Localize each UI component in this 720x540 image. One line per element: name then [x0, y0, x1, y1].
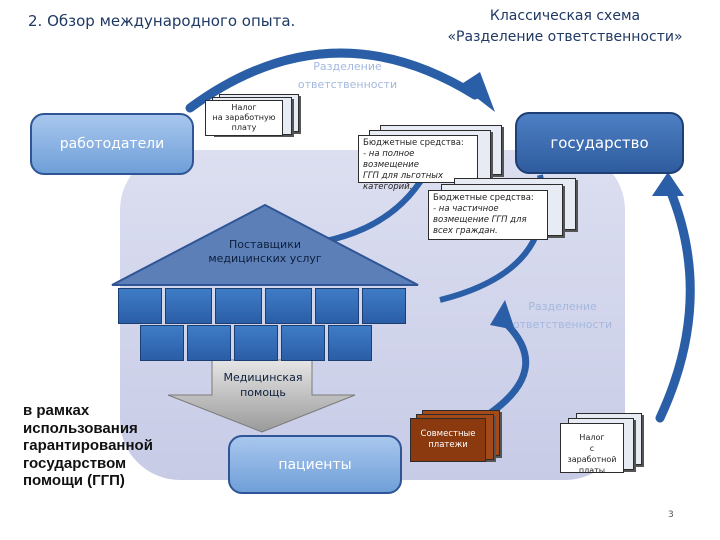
provider-brick — [362, 288, 406, 324]
budget-full-line1: Бюджетные средства: — [363, 138, 464, 148]
payroll-tax-top-line1: Налог — [231, 103, 257, 112]
page-number: 3 — [668, 510, 674, 520]
providers-label-line1: Поставщики — [229, 238, 301, 251]
budget-full-line2: - на полное возмещение — [363, 149, 419, 170]
scheme-title-line2: «Разделение ответственности» — [447, 29, 683, 45]
budget-partial-line1: Бюджетные средства: — [433, 193, 534, 203]
patients-arrow — [478, 315, 530, 423]
top-curved-arrow-head — [460, 72, 495, 112]
providers-label-line2: медицинских услуг — [208, 252, 322, 265]
budget-full-line4: категорий. — [363, 182, 413, 192]
medical-help-line2: помощь — [240, 386, 286, 399]
ggp-note: в рамках использования гарантированной г… — [23, 402, 183, 490]
responsibility-label-right-line1: Разделение — [528, 300, 597, 313]
responsibility-label-top-line1: Разделение — [313, 60, 382, 73]
right-curved-arrow-head — [652, 172, 684, 196]
budget-partial-line4: всех граждан. — [433, 226, 498, 236]
page-title: 2. Обзор международного опыта. — [28, 12, 296, 30]
top-curved-arrow — [185, 48, 480, 113]
provider-brick — [234, 325, 278, 361]
responsibility-label-top-line2: ответственности — [297, 78, 398, 91]
ggp-note-line4: государством — [23, 454, 127, 472]
medical-help-label: Медицинская помощь — [188, 370, 338, 400]
medical-help-arrow — [167, 359, 356, 433]
responsibility-label-right-line2: ответственности — [512, 318, 613, 331]
ggp-note-line3: гарантированной — [23, 437, 153, 454]
provider-brick — [215, 288, 262, 324]
responsibility-label-right: Разделение ответственности — [500, 298, 625, 334]
payroll-tax-bottom-line3: платы — [578, 466, 606, 475]
copayments-line2: платежи — [428, 440, 468, 450]
providers-roof — [111, 203, 419, 286]
provider-brick — [187, 325, 231, 361]
provider-brick — [315, 288, 359, 324]
payroll-tax-bottom-line1: Налог — [579, 433, 605, 442]
patients-arrow-head — [490, 300, 515, 330]
payroll-tax-top-line2: на заработную — [212, 113, 276, 122]
provider-brick — [265, 288, 312, 324]
employers-box: работодатели — [30, 113, 194, 175]
providers-label: Поставщики медицинских услуг — [200, 238, 330, 266]
provider-brick — [140, 325, 184, 361]
provider-brick — [118, 288, 162, 324]
budget-partial-line2: - на частичное — [433, 204, 499, 214]
payroll-tax-top-line3: плату — [231, 123, 257, 132]
scheme-title-line1: Классическая схема — [489, 8, 641, 24]
provider-brick — [328, 325, 372, 361]
provider-brick — [165, 288, 212, 324]
payroll-tax-bottom-line2: с заработной — [567, 444, 617, 464]
ggp-note-line1: в рамках — [23, 402, 90, 419]
budget-partial-line3: возмещение ГГП для — [433, 215, 527, 225]
employers-label: работодатели — [59, 136, 165, 152]
ggp-note-line2: использования — [23, 419, 138, 437]
medical-help-line1: Медицинская — [223, 371, 303, 384]
right-curved-arrow — [655, 185, 695, 423]
state-box: государство — [515, 112, 684, 174]
patients-label: пациенты — [278, 456, 352, 473]
budget-full-line3: ГГП для льготных — [363, 171, 444, 181]
copayments-line1: Совместные — [420, 429, 476, 439]
scheme-title: Классическая схема «Разделение ответстве… — [410, 6, 720, 48]
state-label: государство — [550, 134, 649, 152]
responsibility-label-top: Разделение ответственности — [285, 58, 410, 94]
patients-box: пациенты — [228, 435, 402, 494]
ggp-note-line5: помощи (ГГП) — [23, 472, 125, 489]
provider-brick — [281, 325, 325, 361]
